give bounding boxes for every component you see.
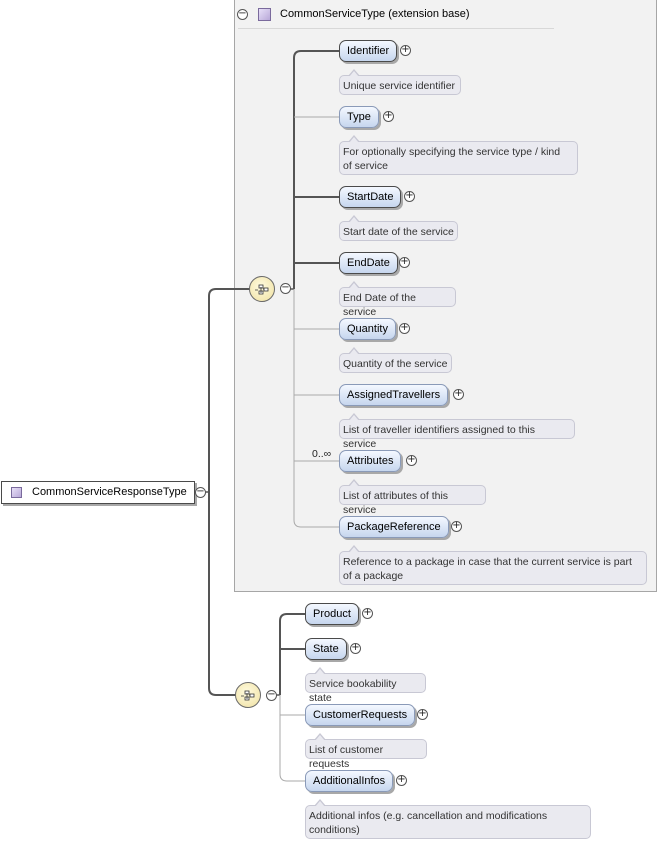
collapse-sequence-icon[interactable]: −: [266, 689, 277, 701]
element-enddate[interactable]: EndDate: [339, 252, 398, 274]
element-quantity[interactable]: Quantity: [339, 318, 396, 340]
doc-text: List of traveller identifiers assigned t…: [343, 424, 536, 450]
doc-text: List of attributes of this service: [343, 490, 449, 516]
doc-text: End Date of the service: [343, 292, 416, 318]
element-product[interactable]: Product: [305, 603, 359, 625]
sequence-compositor-icon: [249, 276, 275, 302]
expand-startdate-icon[interactable]: +: [404, 190, 415, 202]
doc-text: Unique service identifier: [343, 80, 456, 92]
extension-title: CommonServiceType (extension base): [280, 8, 470, 20]
doc-text: List of customer requests: [309, 744, 384, 770]
sequence-compositor-icon: [235, 682, 261, 708]
expand-customerrequests-icon[interactable]: +: [417, 708, 428, 720]
doc-text: Start date of the service: [343, 226, 454, 238]
startdate-doc: Start date of the service: [339, 215, 458, 241]
identifier-doc: Unique service identifier: [339, 69, 461, 95]
expand-attributes-icon[interactable]: +: [406, 454, 417, 466]
expand-type-icon[interactable]: +: [383, 110, 394, 122]
collapse-sequence-icon[interactable]: −: [280, 282, 291, 294]
doc-text: Service bookability state: [309, 678, 397, 704]
doc-text: For optionally specifying the service ty…: [343, 146, 561, 158]
attributes-doc: List of attributes of this service: [339, 479, 486, 516]
doc-text: of service: [343, 160, 388, 172]
state-doc: Service bookability state: [305, 667, 426, 704]
expand-identifier-icon[interactable]: +: [400, 44, 411, 56]
complex-type-icon: [11, 487, 22, 498]
collapse-extension-icon[interactable]: −: [237, 8, 248, 20]
additionalinfos-doc: Additional infos (e.g. cancellation and …: [305, 799, 591, 839]
element-state[interactable]: State: [305, 638, 347, 660]
complex-type-icon: [258, 8, 271, 21]
doc-text: of a package: [343, 570, 404, 582]
expand-enddate-icon[interactable]: +: [399, 256, 410, 268]
quantity-doc: Quantity of the service: [339, 347, 452, 373]
element-customerrequests[interactable]: CustomerRequests: [305, 704, 416, 726]
extension-separator: [238, 28, 554, 29]
type-doc: For optionally specifying the service ty…: [339, 135, 578, 175]
expand-state-icon[interactable]: +: [350, 642, 361, 654]
element-type[interactable]: Type: [339, 106, 379, 128]
root-type-box[interactable]: CommonServiceResponseType: [1, 481, 195, 504]
element-assignedtravellers[interactable]: AssignedTravellers: [339, 384, 449, 406]
expand-product-icon[interactable]: +: [362, 607, 373, 619]
doc-text: Reference to a package in case that the …: [343, 556, 632, 568]
root-type-name: CommonServiceResponseType: [32, 486, 187, 498]
doc-text: Quantity of the service: [343, 358, 448, 370]
packagereference-doc: Reference to a package in case that the …: [339, 545, 647, 585]
doc-text: conditions): [309, 824, 360, 836]
element-packagereference[interactable]: PackageReference: [339, 516, 449, 538]
enddate-doc: End Date of the service: [339, 281, 456, 318]
expand-additionalinfos-icon[interactable]: +: [396, 774, 407, 786]
occurrence-label: 0..∞: [312, 448, 332, 460]
expand-assignedtravellers-icon[interactable]: +: [453, 388, 464, 400]
element-startdate[interactable]: StartDate: [339, 186, 402, 208]
doc-text: Additional infos (e.g. cancellation and …: [309, 810, 548, 822]
expand-packagereference-icon[interactable]: +: [451, 520, 462, 532]
element-additionalinfos[interactable]: AdditionalInfos: [305, 770, 394, 792]
element-identifier[interactable]: Identifier: [339, 40, 398, 62]
element-attributes[interactable]: Attributes: [339, 450, 402, 472]
collapse-root-icon[interactable]: −: [195, 486, 206, 498]
expand-quantity-icon[interactable]: +: [399, 322, 410, 334]
assignedtravellers-doc: List of traveller identifiers assigned t…: [339, 413, 575, 450]
customerrequests-doc: List of customer requests: [305, 733, 427, 770]
